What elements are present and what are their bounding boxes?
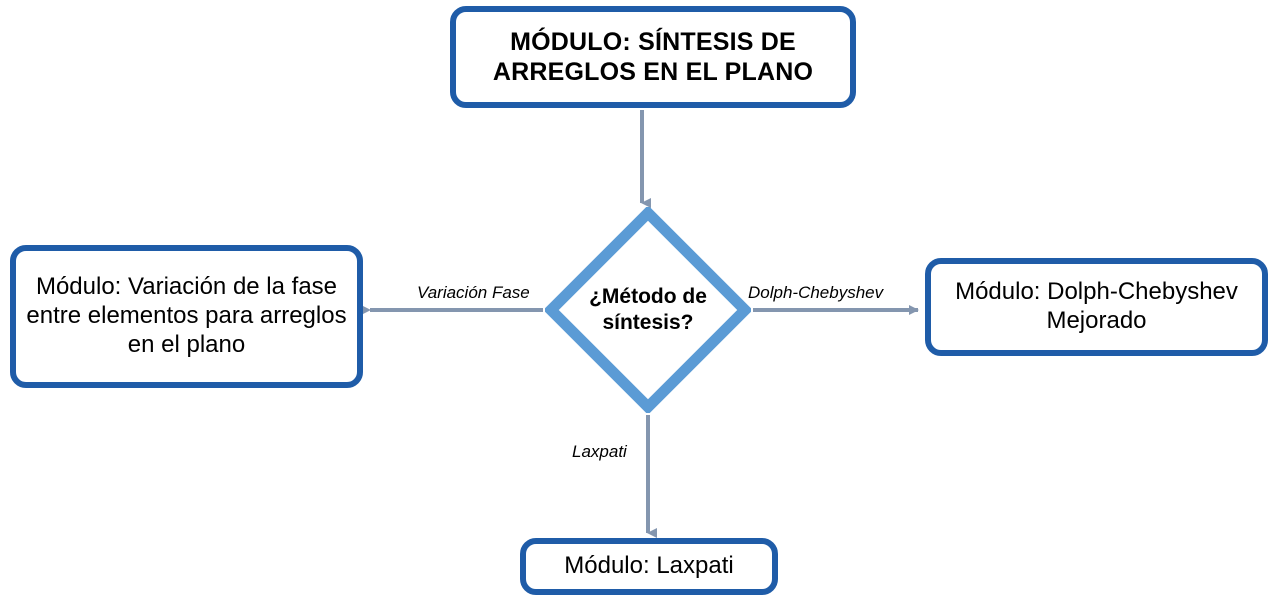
edge-label-dolph-chebyshev: Dolph-Chebyshev bbox=[748, 283, 884, 302]
decision-diamond-shape bbox=[545, 207, 751, 413]
node-variacion-fase-label: Módulo: Variación de la fase entre eleme… bbox=[26, 273, 347, 358]
node-laxpati-label: Módulo: Laxpati bbox=[564, 552, 734, 580]
edge-label-variacion-fase: Variación Fase bbox=[417, 283, 530, 302]
node-title-sintesis-arreglos[interactable]: MÓDULO: SÍNTESIS DE ARREGLOS EN EL PLANO bbox=[450, 6, 856, 108]
node-dolph-chebyshev-label: Módulo: Dolph-Chebyshev Mejorado bbox=[955, 278, 1238, 334]
node-dolph-chebyshev-mejorado[interactable]: Módulo: Dolph-Chebyshev Mejorado bbox=[925, 258, 1268, 356]
node-laxpati[interactable]: Módulo: Laxpati bbox=[520, 538, 778, 595]
node-variacion-fase[interactable]: Módulo: Variación de la fase entre eleme… bbox=[10, 245, 363, 388]
edge-label-laxpati: Laxpati bbox=[572, 442, 627, 461]
node-title-label: MÓDULO: SÍNTESIS DE ARREGLOS EN EL PLANO bbox=[492, 28, 814, 86]
node-decision-metodo-sintesis[interactable]: ¿Método de síntesis? bbox=[545, 207, 751, 413]
